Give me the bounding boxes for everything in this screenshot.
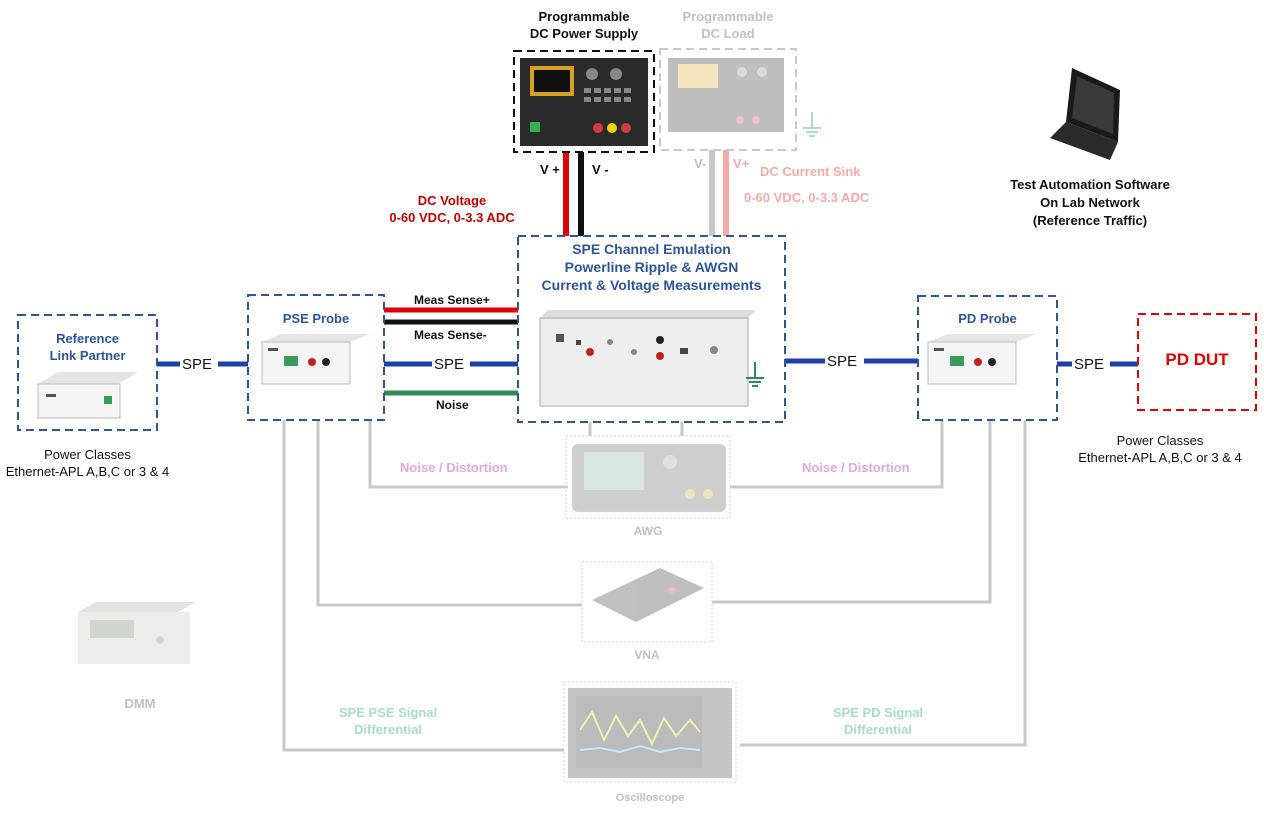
line-pd-awg	[730, 420, 944, 489]
pd-signal-label: SPE PD Signal Differential	[832, 705, 924, 737]
ref-partner-device	[37, 372, 138, 419]
pd-probe-device	[927, 334, 1036, 385]
emulator-chassis	[539, 310, 756, 407]
ground-icon-load	[803, 112, 821, 137]
line-pse-vna	[316, 420, 582, 607]
meas-sense-minus-label: Meas Sense-	[414, 328, 487, 342]
noise-distortion-left-label: Noise / Distortion	[400, 460, 508, 475]
pd-dut-label: PD DUT	[1165, 350, 1229, 369]
vna-device	[592, 568, 704, 622]
probe-emulator-lines	[157, 307, 1138, 396]
oscilloscope-label: Oscilloscope	[615, 792, 685, 804]
dc-load-label: Programmable DC Load	[682, 9, 774, 41]
pse-signal-label: SPE PSE Signal Differential	[338, 705, 438, 737]
faded-instrument-frames	[563, 435, 737, 783]
dc-current-sink-label: DC Current Sink	[760, 164, 861, 179]
spe-label-pd-dut: SPE	[1074, 356, 1105, 373]
awg-device	[572, 444, 726, 512]
laptop-icon	[1050, 68, 1120, 160]
pd-dut-box	[1137, 313, 1257, 411]
awg-frame	[565, 435, 731, 519]
spe-label-ref: SPE	[182, 356, 213, 373]
power-classes-left-label: Power Classes Ethernet-APL A,B,C or 3 & …	[5, 447, 170, 479]
pd-probe-box	[917, 295, 1058, 421]
v-minus-right-label: V-	[694, 156, 707, 171]
gray-routing-lines	[282, 420, 1027, 752]
ground-icon-emulator	[746, 362, 764, 387]
scope-frame	[563, 681, 737, 783]
line-pse-scope	[282, 420, 564, 752]
v-plus-right-label: V+	[733, 156, 750, 171]
noise-label: Noise	[436, 398, 469, 412]
spe-label-emu-pd: SPE	[827, 353, 858, 370]
dc-load-device	[668, 58, 784, 132]
power-classes-right-label: Power Classes Ethernet-APL A,B,C or 3 & …	[1078, 433, 1242, 465]
automation-label: Test Automation Software On Lab Network …	[1010, 177, 1170, 228]
ref-partner-label: Reference Link Partner	[49, 331, 126, 363]
line-pd-vna	[712, 420, 992, 604]
oscilloscope-device	[568, 688, 732, 778]
v-plus-left-label: V +	[540, 162, 560, 177]
dc-load-box	[659, 48, 797, 151]
dc-voltage-label: DC Voltage 0-60 VDC, 0-3.3 ADC	[389, 193, 515, 225]
dmm-device	[78, 602, 196, 664]
dc-supply-label: Programmable DC Power Supply	[529, 9, 639, 41]
awg-label: AWG	[633, 524, 663, 538]
pse-probe-box	[247, 294, 385, 421]
pse-probe-label: PSE Probe	[282, 311, 350, 326]
pd-probe-label: PD Probe	[958, 311, 1017, 326]
dc-sink-range-label: 0-60 VDC, 0-3.3 ADC	[744, 190, 870, 205]
dmm-label: DMM	[124, 696, 156, 711]
dc-supply-box	[513, 50, 655, 153]
dashed-boxes	[17, 48, 1257, 431]
noise-distortion-right-label: Noise / Distortion	[802, 460, 910, 475]
vna-frame	[581, 561, 713, 643]
pse-probe-device	[261, 334, 370, 385]
vna-label: VNA	[634, 648, 660, 662]
line-pse-awg	[368, 420, 568, 489]
meas-sense-plus-label: Meas Sense+	[414, 293, 490, 307]
v-minus-left-label: V -	[592, 162, 609, 177]
spe-label-mid: SPE	[434, 356, 465, 373]
emulator-box	[517, 235, 786, 423]
dc-cables	[563, 150, 729, 236]
emulator-label: SPE Channel Emulation Powerline Ripple &…	[541, 241, 762, 293]
dc-power-supply-device	[520, 58, 648, 146]
line-pd-scope	[740, 420, 1027, 747]
ref-partner-box	[17, 314, 158, 431]
